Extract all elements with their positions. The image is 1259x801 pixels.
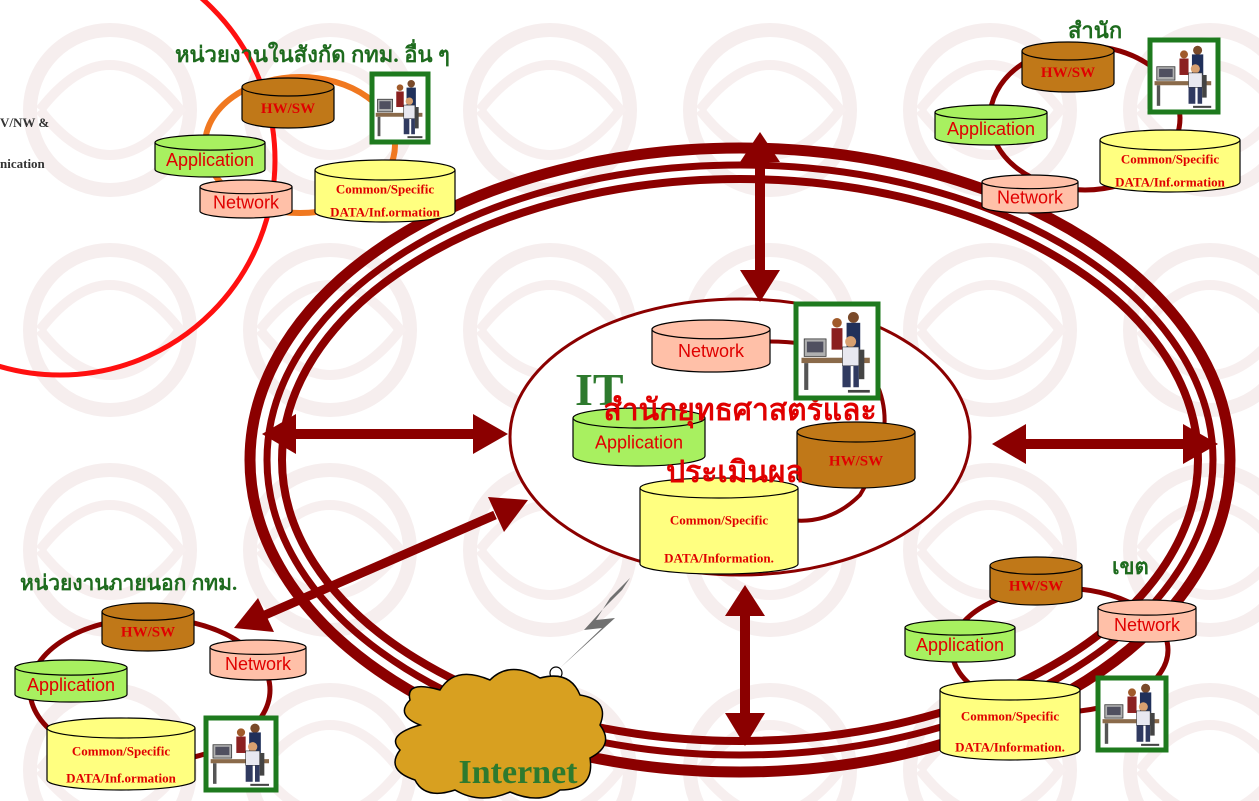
cylinder-bl-app: Application — [14, 659, 128, 703]
group-title-top-left: หน่วยงานในสังกัด กทม. อื่น ๆ — [175, 38, 450, 67]
cylinder-label: Network — [1114, 615, 1181, 635]
lightning-bolt — [560, 578, 630, 668]
workstation-people-icon-top-left — [369, 71, 431, 145]
group-title-top-right: สำนัก — [1068, 18, 1122, 43]
outer-ring — [244, 142, 1236, 778]
cylinder-tl-net: Network — [199, 179, 293, 219]
cylinders: HW/SWApplicationNetworkCommon/SpecificDA… — [14, 41, 1241, 791]
people-icons — [203, 37, 1221, 793]
cylinder-tl-hwsw: HW/SW — [241, 77, 335, 129]
group-title-bottom-left: หน่วยงานภายนอก กทม. — [20, 571, 237, 595]
group-title-bottom-right: เขต — [1112, 554, 1149, 579]
cylinder-label: Application — [595, 432, 683, 452]
corner-red-circle — [0, 0, 278, 378]
cylinder-label: DATA/Inf.ormation — [330, 205, 440, 220]
arrows — [234, 132, 1218, 746]
cylinder-label: HW/SW — [829, 453, 883, 469]
cylinder-bl-net: Network — [209, 639, 307, 681]
corner-text-2: nication — [0, 156, 46, 171]
arrow-right — [992, 424, 1218, 464]
cylinder-tr-net: Network — [981, 174, 1079, 214]
internet-label: Internet — [459, 754, 579, 791]
cylinder-label: HW/SW — [121, 625, 175, 641]
cylinder-c-net: Network — [651, 319, 771, 373]
cylinder-label: DATA/Inf.ormation — [1115, 175, 1225, 190]
arrow-left — [262, 414, 508, 454]
corner-text-1: V/NW & — [0, 115, 49, 130]
workstation-people-icon-bottom-right — [1095, 675, 1169, 753]
cylinder-label: HW/SW — [1009, 579, 1063, 595]
cylinder-tr-app: Application — [934, 104, 1048, 146]
cylinder-label: HW/SW — [1041, 65, 1095, 81]
cylinder-br-net: Network — [1097, 599, 1197, 643]
cylinder-label: Network — [225, 654, 292, 674]
arrow-bottom — [725, 585, 765, 746]
cylinder-label: Network — [213, 193, 280, 213]
center-title-line-2: ประเมินผล — [666, 456, 804, 489]
cylinder-label: Common/Specific — [336, 182, 434, 197]
internet-cloud — [394, 668, 607, 799]
cylinder-label: Application — [916, 635, 1004, 655]
workstation-people-icon-top-right — [1147, 37, 1221, 115]
workstation-people-icon-bottom-left — [203, 715, 279, 793]
cylinder-label: Application — [947, 119, 1035, 139]
cylinder-label: Network — [678, 341, 745, 361]
cylinder-label: Application — [166, 150, 254, 170]
cylinder-br-app: Application — [904, 619, 1016, 663]
cylinder-label: DATA/Information. — [664, 550, 774, 565]
arrow-diagonal — [234, 497, 528, 632]
cylinder-label: Common/Specific — [670, 513, 768, 528]
arrow-top — [740, 132, 780, 302]
cylinder-c-app: Application — [572, 407, 706, 467]
center-it-label: IT — [575, 364, 624, 415]
cylinder-bl-hwsw: HW/SW — [101, 602, 195, 652]
cylinder-label: Application — [27, 675, 115, 695]
cylinder-tl-app: Application — [154, 134, 266, 178]
cylinder-label: DATA/Information. — [955, 739, 1065, 754]
cylinder-label: Common/Specific — [961, 709, 1059, 724]
cylinder-br-hwsw: HW/SW — [989, 556, 1083, 606]
cylinder-tr-hwsw: HW/SW — [1021, 41, 1115, 93]
cylinder-label: DATA/Inf.ormation — [66, 771, 176, 786]
cylinder-label: Network — [997, 188, 1064, 208]
cylinder-c-hwsw: HW/SW — [796, 421, 916, 489]
cylinder-label: Common/Specific — [72, 743, 170, 758]
workstation-people-icon-center — [793, 301, 881, 401]
cylinder-label: Common/Specific — [1121, 152, 1219, 167]
cylinder-label: HW/SW — [261, 101, 315, 117]
